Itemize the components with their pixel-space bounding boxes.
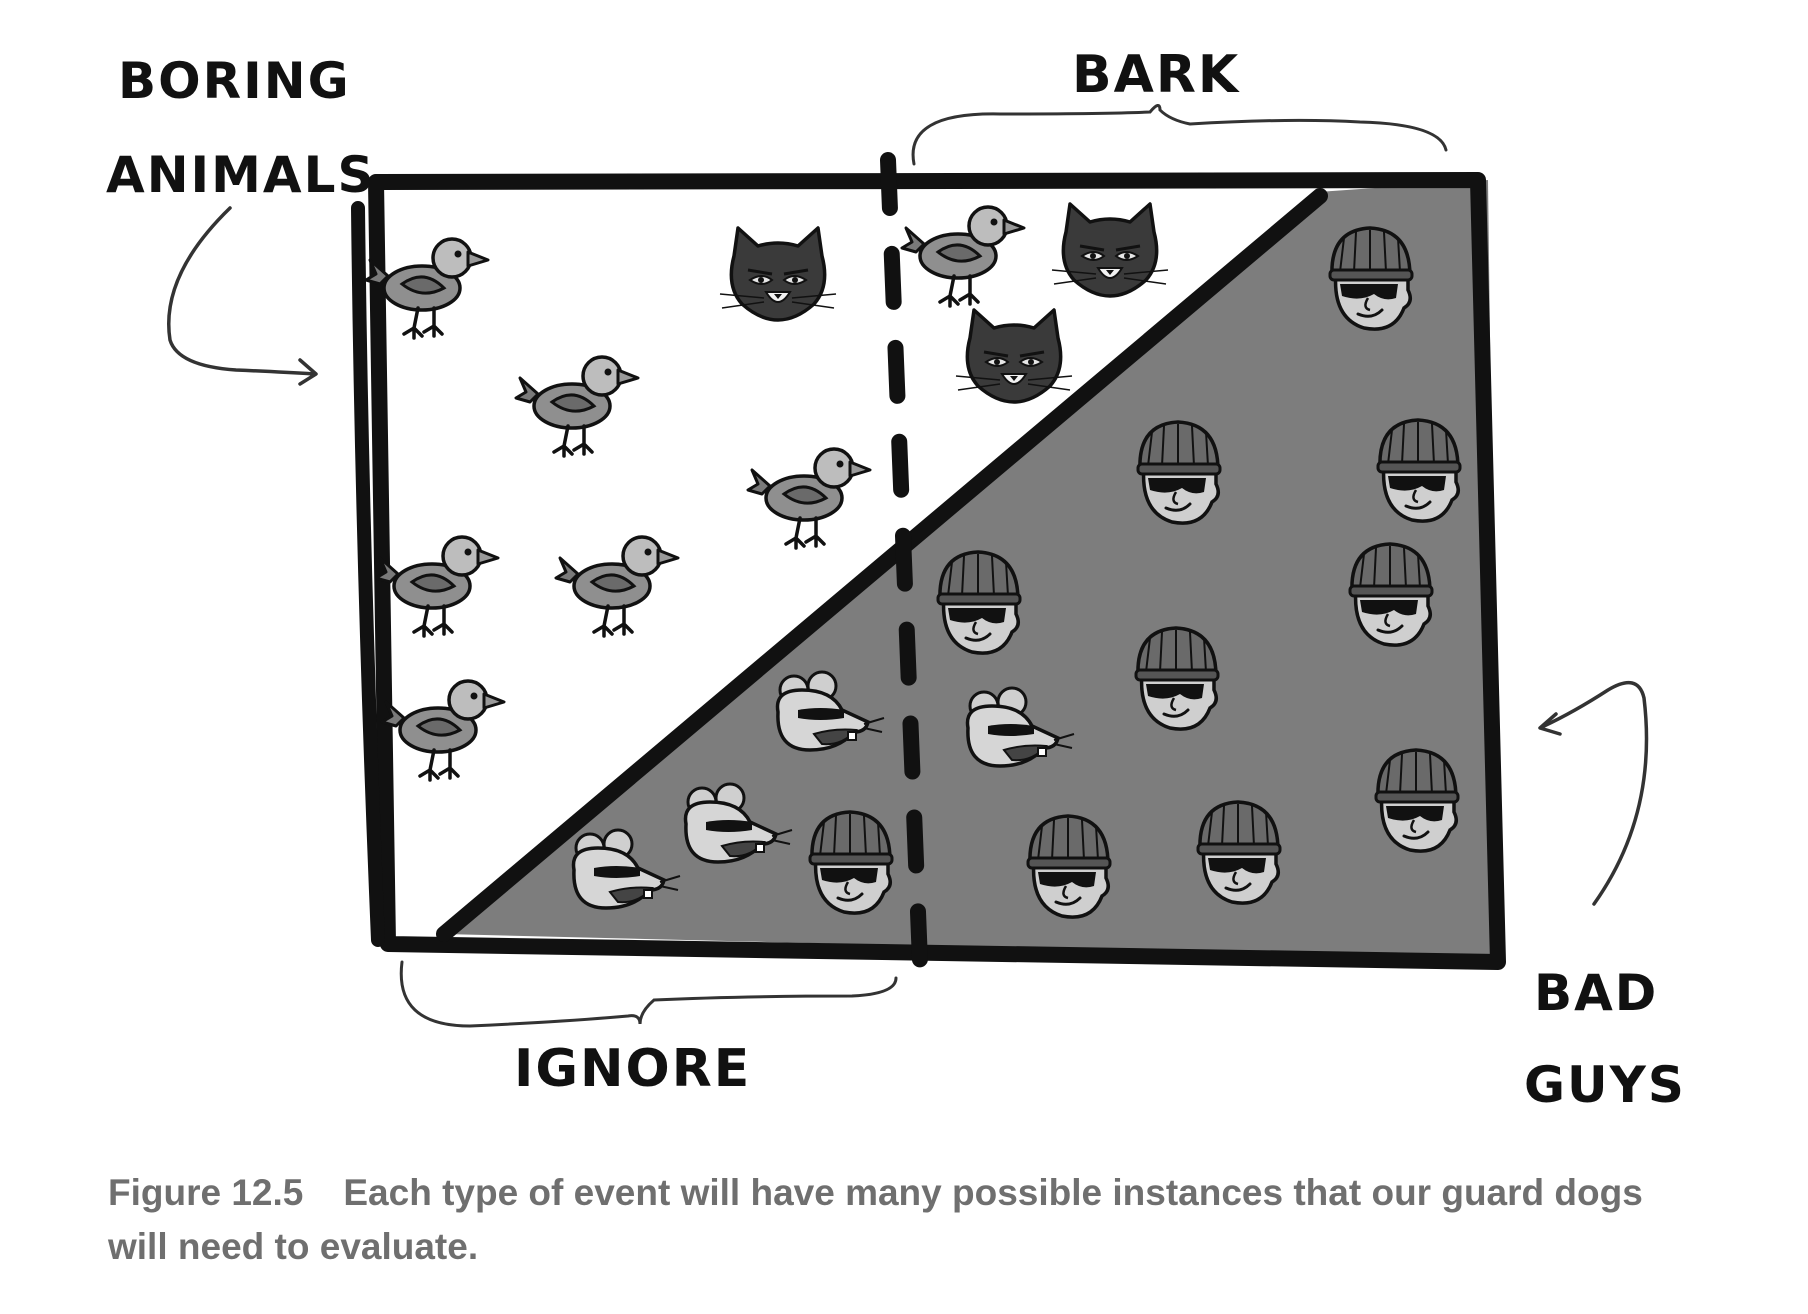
burglar-icon — [1134, 626, 1220, 731]
bird-icon — [900, 205, 1026, 308]
burglar-icon — [936, 550, 1022, 655]
figure-number: Figure 12.5 — [108, 1172, 304, 1213]
burglar-icon — [1376, 418, 1462, 523]
boring-animals-label-line2: ANIMALS — [106, 146, 375, 204]
bird-icon — [374, 535, 500, 638]
left-frame-edge — [351, 201, 385, 947]
arrowhead — [1538, 712, 1562, 736]
bad-guys-label-line2: GUYS — [1524, 1056, 1686, 1114]
boring-animals-arrow — [167, 206, 316, 376]
bad-guys-label-line1: BAD — [1534, 964, 1658, 1022]
bird-icon — [746, 447, 872, 550]
bird-icon — [514, 355, 640, 458]
bark-brace — [911, 104, 1448, 166]
ignore-label: IGNORE — [514, 1039, 751, 1099]
burglar-icon — [1374, 748, 1460, 853]
burglar-icon — [808, 810, 894, 915]
bird-icon — [380, 679, 506, 782]
arrowhead — [298, 358, 318, 386]
dashed-divider — [880, 152, 928, 970]
bad-guys-arrow — [1542, 680, 1649, 906]
caption-text: Each type of event will have many possib… — [108, 1172, 1643, 1267]
burglar-icon — [1196, 800, 1282, 905]
cat-icon — [718, 226, 838, 322]
bird-icon — [554, 535, 680, 638]
bark-label: BARK — [1072, 45, 1240, 105]
cat-icon — [954, 308, 1074, 404]
ignore-brace — [399, 960, 898, 1028]
burglar-icon — [1328, 226, 1414, 331]
diagonal-divider — [436, 188, 1328, 942]
boring-animals-label-line1: BORING — [118, 52, 351, 110]
diagram-frame — [368, 172, 1506, 970]
cat-icon — [1050, 202, 1170, 298]
burglar-icon — [1348, 542, 1434, 647]
burglar-icon — [1026, 814, 1112, 919]
burglar-icon — [1136, 420, 1222, 525]
